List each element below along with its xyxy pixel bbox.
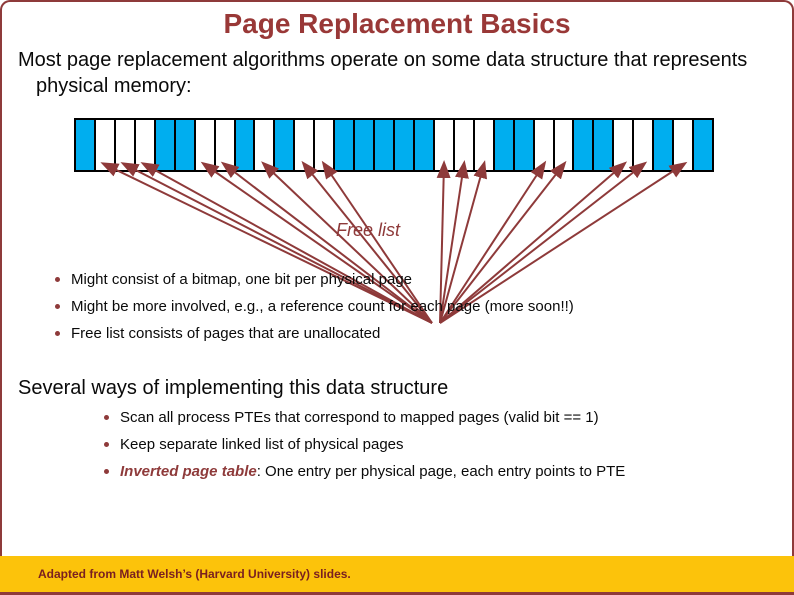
list-item-text: Might consist of a bitmap, one bit per p… xyxy=(71,271,413,288)
memory-cell-used xyxy=(592,120,613,170)
memory-cell-free xyxy=(133,120,154,170)
memory-cell-free xyxy=(612,120,633,170)
memory-cell-used xyxy=(153,120,174,170)
memory-cell-used xyxy=(572,120,593,170)
free-list-label: Free list xyxy=(336,220,401,240)
list-item: Keep separate linked list of physical pa… xyxy=(104,436,625,454)
memory-cell-used xyxy=(692,120,712,170)
memory-cell-free xyxy=(93,120,114,170)
list-item-text: Might be more involved, e.g., a referenc… xyxy=(71,298,574,315)
list-item: Inverted page table: One entry per physi… xyxy=(104,463,625,481)
memory-cell-used xyxy=(652,120,673,170)
footer-attribution: Adapted from Matt Welsh’s (Harvard Unive… xyxy=(38,567,351,581)
memory-cell-free xyxy=(552,120,573,170)
list-item: Might consist of a bitmap, one bit per p… xyxy=(55,271,574,289)
memory-cell-free xyxy=(532,120,553,170)
list-item: Might be more involved, e.g., a referenc… xyxy=(55,298,574,316)
list-item: Free list consists of pages that are una… xyxy=(55,325,574,343)
bullet-icon xyxy=(55,304,60,309)
physical-memory-bar xyxy=(74,118,714,172)
bullet-list-implementations: Scan all process PTEs that correspond to… xyxy=(104,409,625,490)
memory-cell-used xyxy=(273,120,294,170)
bullet-icon xyxy=(104,415,109,420)
memory-cell-free xyxy=(193,120,214,170)
intro-paragraph: Most page replacement algorithms operate… xyxy=(18,49,748,97)
list-item-text: Keep separate linked list of physical pa… xyxy=(120,436,404,453)
memory-cell-used xyxy=(173,120,194,170)
memory-cell-used xyxy=(76,120,94,170)
memory-cell-free xyxy=(672,120,693,170)
memory-cell-free xyxy=(632,120,653,170)
bullet-icon xyxy=(55,331,60,336)
bullet-icon xyxy=(104,469,109,474)
list-item-emphasis: Inverted page table xyxy=(120,463,257,480)
memory-cell-used xyxy=(412,120,433,170)
section-heading: Several ways of implementing this data s… xyxy=(18,377,449,399)
memory-cell-free xyxy=(432,120,453,170)
memory-cell-free xyxy=(213,120,234,170)
memory-cell-free xyxy=(253,120,274,170)
memory-cell-free xyxy=(293,120,314,170)
memory-cell-free xyxy=(313,120,334,170)
list-item-text: Free list consists of pages that are una… xyxy=(71,325,381,342)
memory-cell-used xyxy=(512,120,533,170)
memory-cell-free xyxy=(113,120,134,170)
memory-cell-used xyxy=(333,120,354,170)
list-item-text: Scan all process PTEs that correspond to… xyxy=(120,409,599,426)
footer-bar: Adapted from Matt Welsh’s (Harvard Unive… xyxy=(0,556,794,595)
memory-cell-used xyxy=(233,120,254,170)
slide-title: Page Replacement Basics xyxy=(223,8,571,39)
bullet-icon xyxy=(55,277,60,282)
memory-cell-free xyxy=(472,120,493,170)
memory-cell-used xyxy=(492,120,513,170)
memory-cell-used xyxy=(373,120,393,170)
memory-cell-used xyxy=(393,120,413,170)
memory-cell-used xyxy=(353,120,374,170)
memory-cell-free xyxy=(452,120,473,170)
bullet-icon xyxy=(104,442,109,447)
list-item: Scan all process PTEs that correspond to… xyxy=(104,409,625,427)
list-item-text: Inverted page table: One entry per physi… xyxy=(120,463,626,480)
bullet-list-structure: Might consist of a bitmap, one bit per p… xyxy=(55,271,574,352)
